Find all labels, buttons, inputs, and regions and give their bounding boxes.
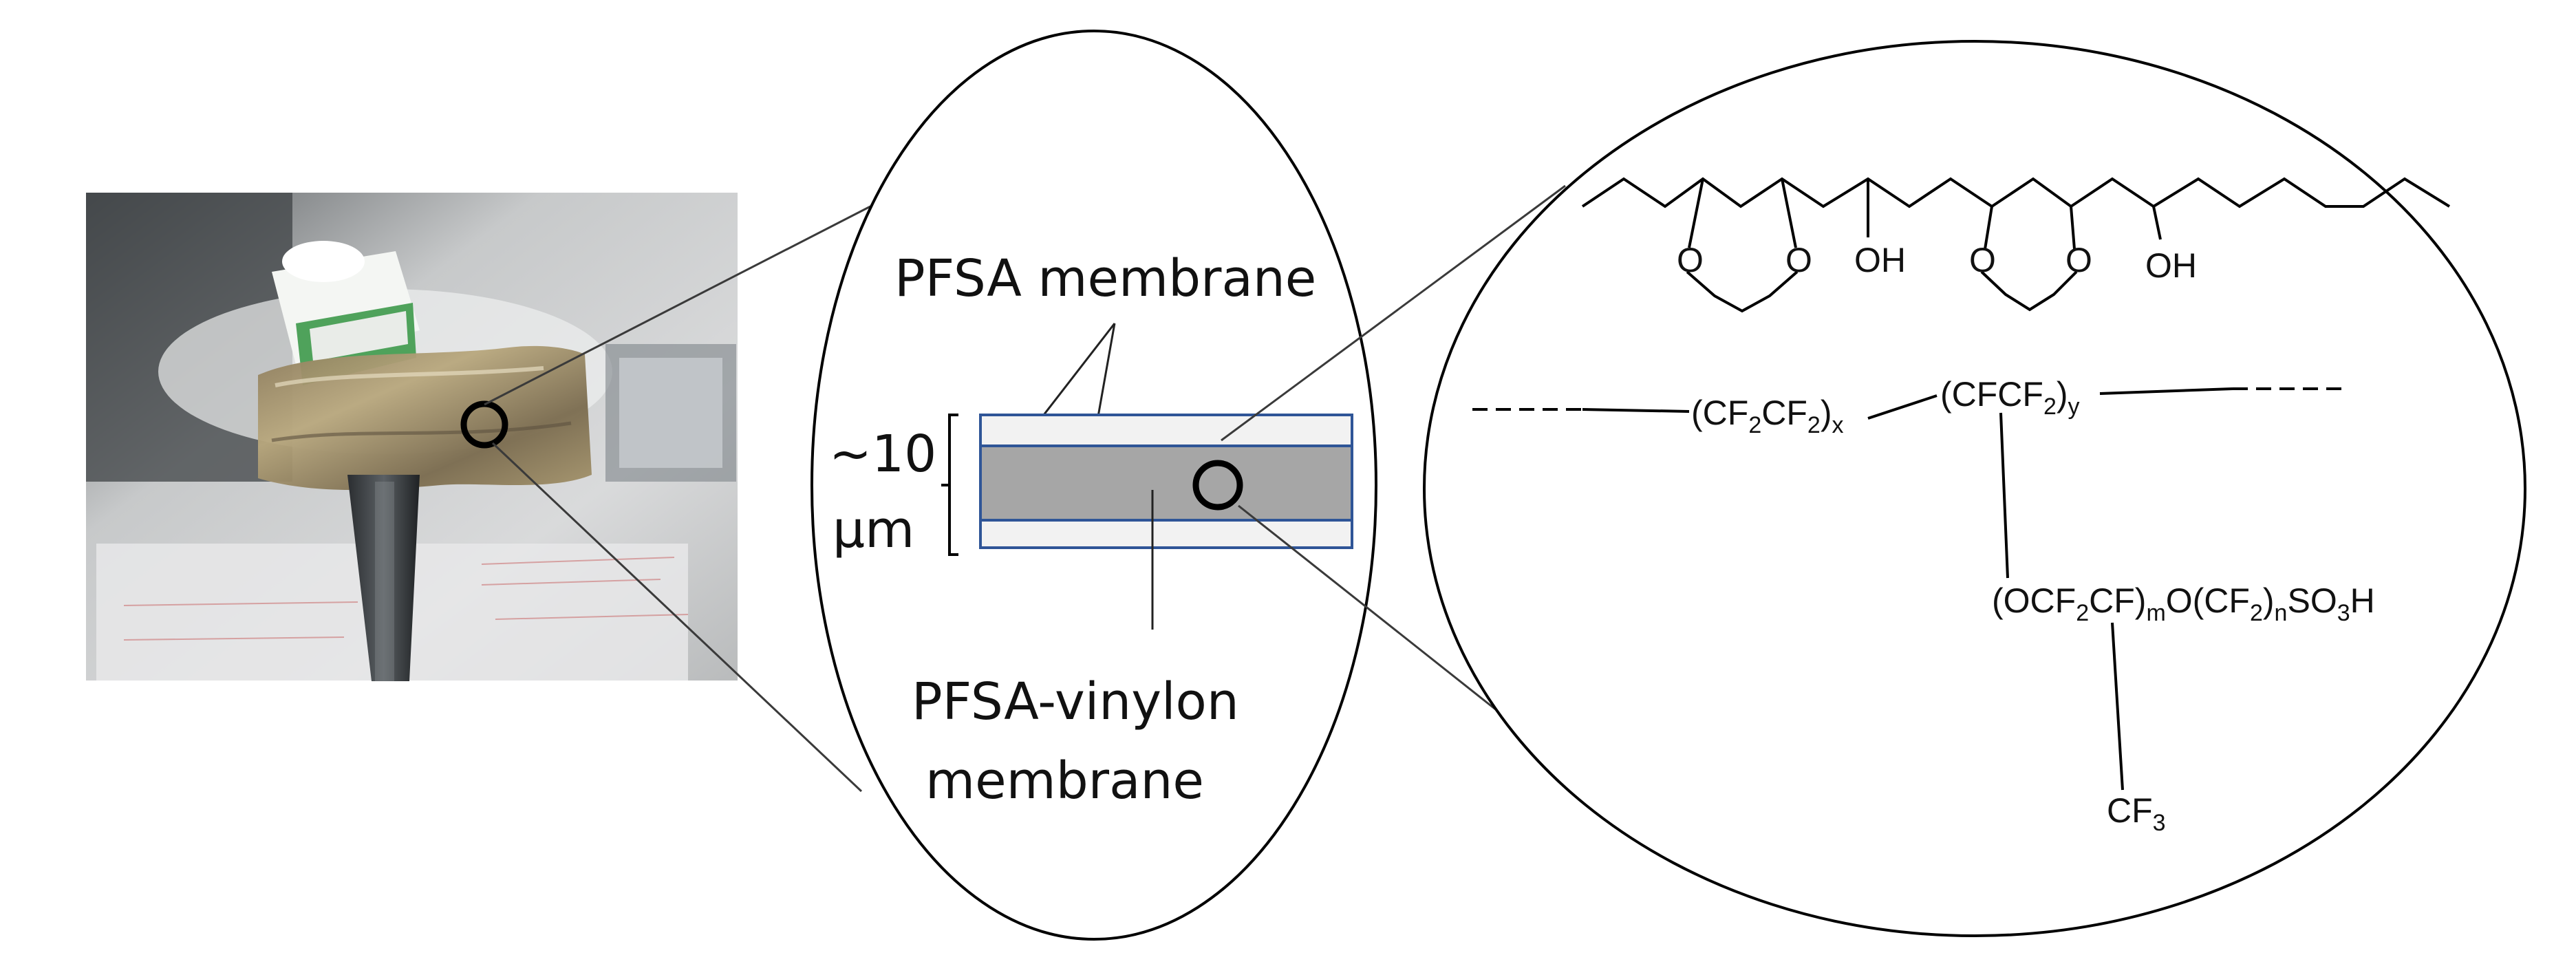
chemical-structure-ellipse (1423, 40, 2526, 937)
hydroxyl-label-2: OH (2145, 246, 2197, 285)
acetal-oxygen-1a: O (1677, 241, 1704, 279)
pfsa-side-chain: (OCF2CF)mO(CF2)nSO3H (1992, 581, 2375, 626)
acetal-oxygen-2b: O (2065, 241, 2092, 279)
thickness-value: ~10 (829, 425, 936, 484)
vinylon-labels: O O OH O O OH (1677, 241, 2197, 285)
pfsa-vinylon-label-line2: membrane (925, 751, 1204, 811)
pfsa-structure-bonds (1472, 387, 2346, 791)
pfsa-vinylon-label-line1: PFSA-vinylon (912, 672, 1239, 731)
zoom-lines-photo (484, 205, 871, 793)
membrane-photo (86, 193, 738, 681)
thickness-bracket (941, 414, 958, 556)
hydroxyl-label-1: OH (1854, 241, 1906, 279)
pfsa-branch-cf3: CF3 (2107, 791, 2166, 836)
pfsa-unit-y: (CFCF2)y (1940, 375, 2080, 420)
vinylon-structure (1581, 177, 2451, 313)
pfsa-membrane-label: PFSA membrane (894, 249, 1316, 308)
pfsa-structure-labels: (CF2CF2)x (CFCF2)y (OCF2CF)mO(CF2)nSO3H … (1691, 375, 2375, 836)
acetal-oxygen-2a: O (1969, 241, 1996, 279)
pfsa-bottom-layer (979, 519, 1353, 549)
pfsa-top-layer (979, 414, 1353, 447)
cross-section-zoom-marker (1192, 460, 1243, 511)
thickness-unit: µm (833, 500, 914, 559)
pfsa-vinylon-core-layer (979, 444, 1353, 522)
pfsa-unit-x: (CF2CF2)x (1691, 394, 1843, 438)
membrane-cross-section (979, 414, 1353, 549)
acetal-oxygen-1b: O (1785, 241, 1812, 279)
